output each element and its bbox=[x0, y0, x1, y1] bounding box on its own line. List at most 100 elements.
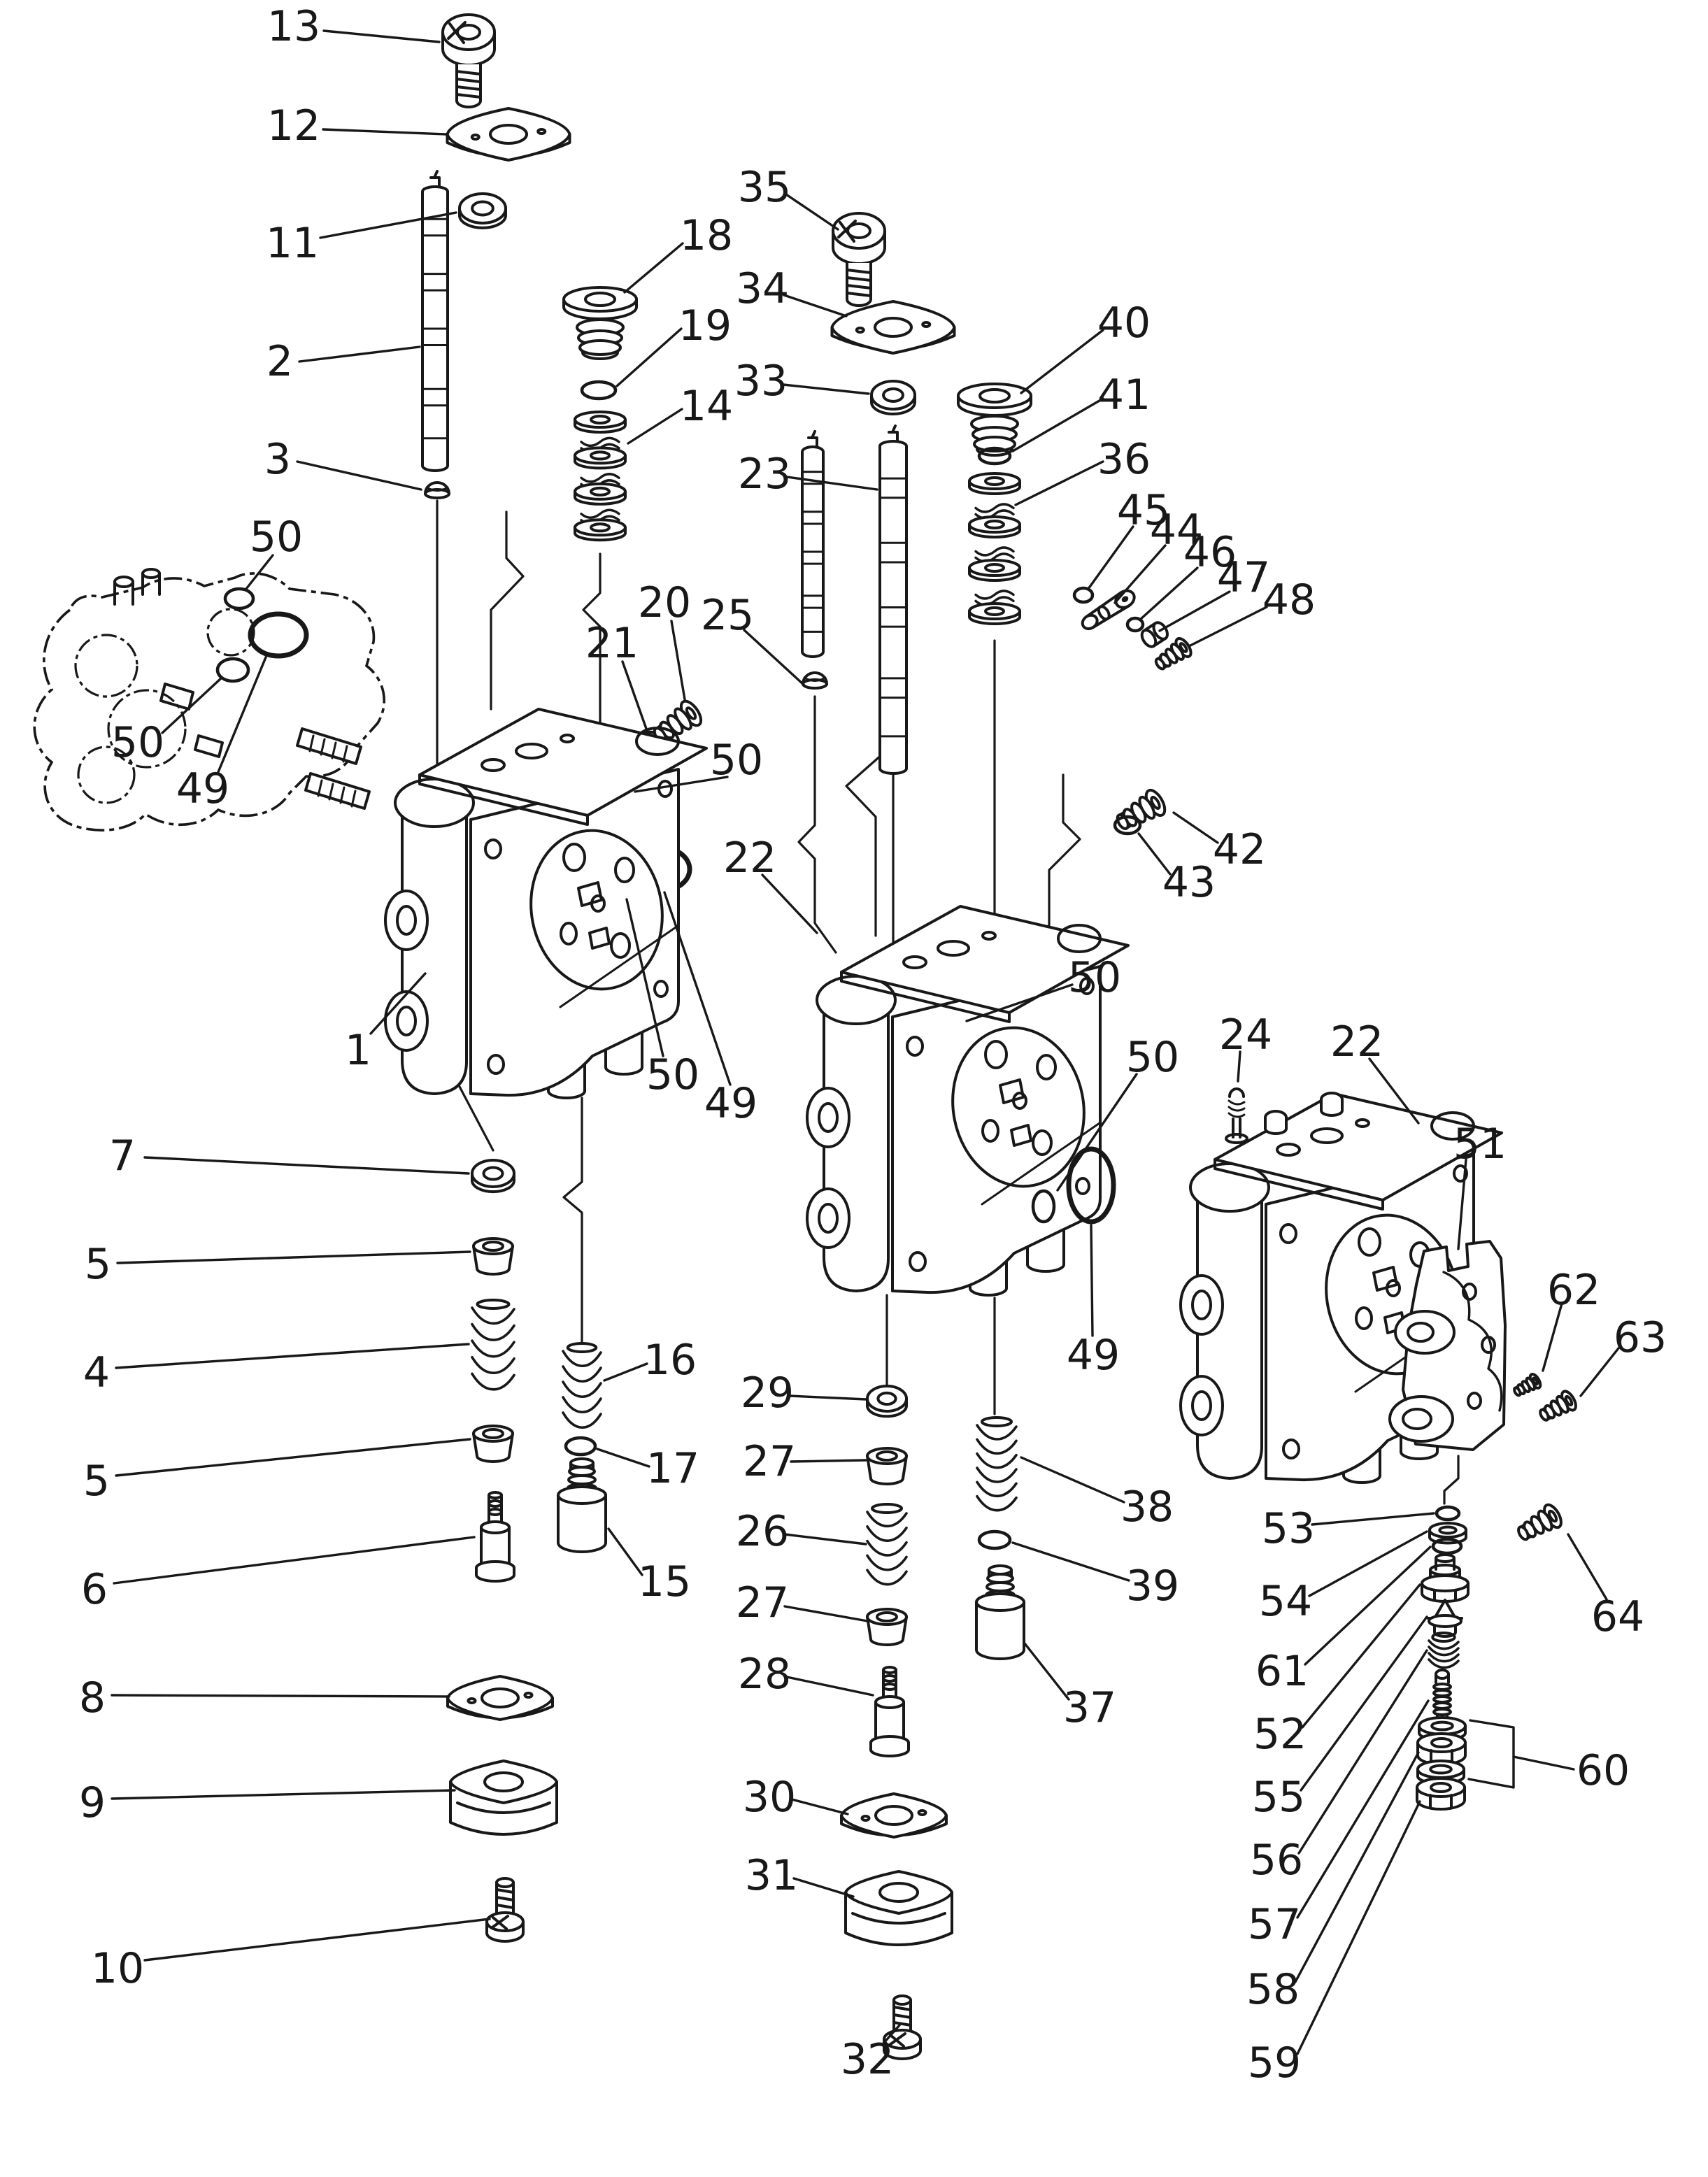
part-label-28: 28 bbox=[738, 1650, 791, 1699]
valve-pin-28 bbox=[869, 1666, 910, 1757]
part-label-47: 47 bbox=[1217, 553, 1270, 602]
plate-8 bbox=[446, 1675, 554, 1721]
cover-plate-34 bbox=[830, 300, 956, 355]
part-label-27: 27 bbox=[743, 1437, 796, 1486]
o-ring-17 bbox=[564, 1436, 597, 1457]
part-label-27-2: 27 bbox=[736, 1578, 789, 1627]
o-ring-41 bbox=[977, 446, 1012, 466]
section-connector-lines bbox=[436, 499, 1460, 1505]
part-label-5-2: 5 bbox=[83, 1457, 110, 1506]
plug-63 bbox=[1539, 1390, 1577, 1422]
plug-40 bbox=[957, 383, 1032, 457]
part-label-50-5: 50 bbox=[1126, 1033, 1179, 1082]
washer-60-a bbox=[1418, 1716, 1467, 1742]
part-label-36: 36 bbox=[1097, 435, 1151, 484]
o-ring-39 bbox=[977, 1529, 1012, 1550]
part-label-42: 42 bbox=[1213, 825, 1266, 874]
valve-pin-6 bbox=[475, 1491, 515, 1583]
plug-15 bbox=[557, 1457, 607, 1553]
valve-body-1 bbox=[384, 708, 708, 1099]
part-label-18: 18 bbox=[680, 211, 733, 260]
part-label-6: 6 bbox=[81, 1565, 108, 1614]
o-ring-50-a bbox=[223, 587, 255, 611]
part-label-50-3: 50 bbox=[710, 736, 763, 785]
spool-23 bbox=[878, 424, 908, 775]
bushing-5-b bbox=[472, 1425, 514, 1463]
plug-20 bbox=[653, 699, 703, 743]
plug-37 bbox=[975, 1564, 1025, 1660]
part-label-23: 23 bbox=[738, 450, 791, 499]
part-label-51: 51 bbox=[1453, 1120, 1507, 1169]
part-label-9: 9 bbox=[79, 1778, 106, 1827]
o-ring-46 bbox=[1125, 616, 1145, 633]
part-label-3: 3 bbox=[264, 435, 291, 484]
part-label-14: 14 bbox=[680, 382, 733, 431]
part-label-64: 64 bbox=[1591, 1592, 1644, 1641]
washer-11 bbox=[458, 192, 507, 229]
bolt-32 bbox=[883, 1994, 922, 2060]
o-ring-49-b bbox=[1066, 1146, 1116, 1225]
part-label-59: 59 bbox=[1248, 2039, 1301, 2087]
socket-bolt-13 bbox=[441, 13, 496, 108]
spring-washer-stack-14 bbox=[574, 411, 627, 542]
o-ring-43 bbox=[1113, 815, 1142, 836]
end-cover-51 bbox=[1388, 1240, 1507, 1451]
plate-30 bbox=[840, 1792, 948, 1839]
part-label-21: 21 bbox=[585, 619, 639, 668]
pump-phantom-outline bbox=[33, 568, 385, 831]
part-label-8: 8 bbox=[79, 1673, 106, 1722]
part-label-31: 31 bbox=[745, 1851, 798, 1900]
o-ring-45 bbox=[1072, 586, 1095, 604]
part-label-48: 48 bbox=[1262, 576, 1316, 624]
spring-4 bbox=[471, 1299, 515, 1391]
nut-58 bbox=[1416, 1732, 1467, 1766]
part-label-56: 56 bbox=[1250, 1836, 1303, 1885]
detent-cap-25 bbox=[802, 671, 828, 690]
plug-18 bbox=[562, 286, 638, 360]
part-label-50: 50 bbox=[250, 513, 303, 562]
part-label-20: 20 bbox=[638, 578, 691, 627]
spool-2 bbox=[421, 170, 449, 472]
bushing-5-a bbox=[472, 1237, 514, 1276]
part-label-50-2: 50 bbox=[111, 718, 164, 767]
part-label-57: 57 bbox=[1248, 1900, 1301, 1949]
part-label-2: 2 bbox=[266, 337, 293, 386]
part-label-24: 24 bbox=[1219, 1011, 1272, 1059]
part-label-39: 39 bbox=[1126, 1562, 1179, 1611]
cover-plate-12 bbox=[446, 107, 571, 162]
part-label-25: 25 bbox=[701, 591, 754, 640]
spool-25 bbox=[801, 430, 825, 658]
part-label-12: 12 bbox=[267, 101, 320, 150]
o-ring-50-e bbox=[1031, 1189, 1056, 1224]
part-label-30: 30 bbox=[743, 1773, 796, 1822]
o-ring-61 bbox=[1431, 1537, 1463, 1555]
part-label-32: 32 bbox=[841, 2035, 894, 2084]
part-label-46: 46 bbox=[1183, 528, 1237, 577]
bolt-10 bbox=[485, 1877, 525, 1943]
part-label-63: 63 bbox=[1614, 1313, 1667, 1362]
part-label-17: 17 bbox=[646, 1444, 699, 1493]
spring-38 bbox=[976, 1416, 1018, 1512]
spring-56 bbox=[1428, 1632, 1460, 1669]
o-ring-50-b bbox=[215, 657, 250, 683]
part-label-61: 61 bbox=[1255, 1647, 1309, 1696]
valve-seat-52 bbox=[1421, 1553, 1469, 1603]
part-label-26: 26 bbox=[736, 1507, 789, 1556]
bushing-27-a bbox=[866, 1447, 908, 1485]
plug-48 bbox=[1154, 636, 1193, 671]
socket-bolt-35 bbox=[832, 212, 886, 307]
plug-64 bbox=[1517, 1503, 1563, 1541]
part-label-49-2: 49 bbox=[1067, 1331, 1120, 1380]
part-label-13: 13 bbox=[267, 2, 320, 51]
holder-9 bbox=[449, 1760, 558, 1836]
part-label-29: 29 bbox=[741, 1369, 794, 1418]
part-label-52: 52 bbox=[1253, 1710, 1307, 1759]
part-label-38: 38 bbox=[1120, 1483, 1174, 1532]
bushing-27-b bbox=[866, 1608, 908, 1646]
part-number-labels: 1312112350495017545689101819143534332321… bbox=[79, 2, 1667, 2087]
part-label-11: 11 bbox=[266, 219, 319, 268]
group-60-bracket bbox=[1467, 1719, 1575, 1789]
spring-16 bbox=[562, 1342, 602, 1429]
